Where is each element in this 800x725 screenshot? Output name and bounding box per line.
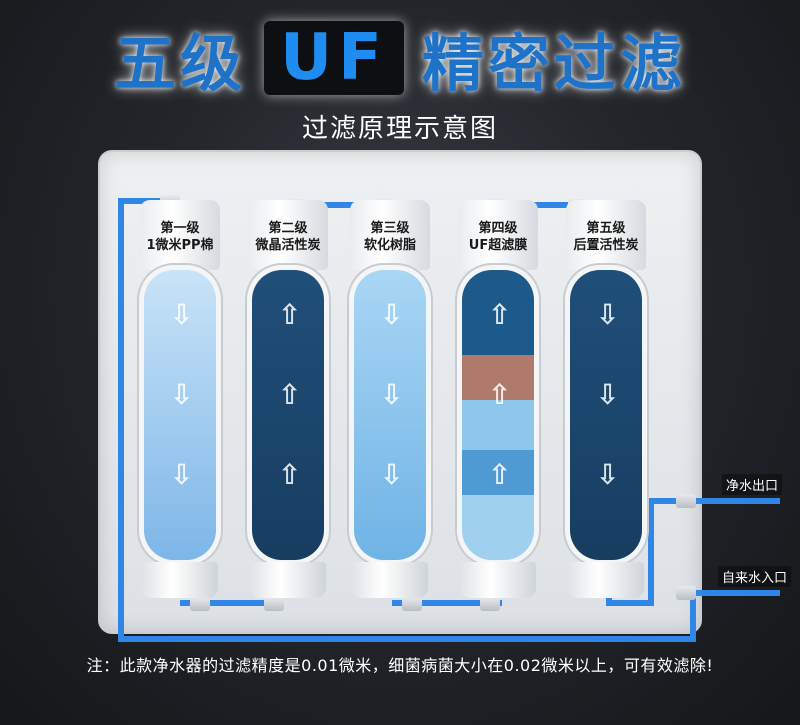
title-text-2: 精密过滤	[421, 27, 686, 100]
filter-label: 第三级软化树脂	[344, 220, 436, 254]
filter-media-name: 微晶活性炭	[255, 238, 321, 253]
flow-down-arrow-icon: ⇩	[596, 298, 620, 331]
pipe-left-riser	[118, 198, 124, 642]
filter-stage-1: 第一级 1微米PP棉 ⇩ ⇩ ⇩	[134, 200, 226, 600]
filter-base	[568, 562, 644, 598]
filter-stage-3: 第三级软化树脂 ⇩ ⇩ ⇩	[344, 200, 436, 600]
filter-cap	[458, 200, 538, 270]
filter-cap	[566, 200, 646, 270]
page-title: 五级 UF 精密过滤	[0, 18, 800, 100]
filter-media-name: UF超滤膜	[468, 238, 528, 253]
filter-media-name: 1微米PP棉	[146, 238, 214, 253]
filter-cap	[140, 200, 220, 270]
pipe-bottom-stage1-2	[180, 600, 280, 606]
connector	[480, 597, 500, 611]
clean-water-outlet-label: 净水出口	[722, 474, 783, 495]
connector	[676, 586, 696, 600]
pipe-inlet-vertical-right	[690, 590, 696, 640]
pipe-top-stage2-3	[295, 202, 395, 208]
filter-label: 第二级微晶活性炭	[242, 220, 334, 254]
filter-layer	[462, 450, 534, 495]
filter-media-name: 软化树脂	[363, 238, 416, 253]
filter-base	[352, 562, 428, 598]
filter-media: ⇩ ⇩ ⇩	[144, 270, 216, 560]
pipe-outlet-up	[648, 498, 654, 606]
connector	[676, 494, 696, 508]
connector	[402, 597, 422, 611]
filter-media-name: 后置活性炭	[573, 238, 639, 253]
filter-layer	[462, 400, 534, 450]
filter-stage-5: 第五级后置活性炭 ⇩ ⇩ ⇩	[560, 200, 652, 600]
pipe-bottom-run	[118, 636, 696, 642]
pipe-outlet-to-edge	[648, 498, 780, 504]
filter-label: 第四级 UF超滤膜	[452, 220, 544, 254]
filter-stage-name: 第四级	[478, 221, 518, 236]
title-text-uf: UF	[264, 21, 404, 95]
flow-down-arrow-icon: ⇩	[380, 298, 404, 331]
filter-media: ⇧ ⇧ ⇧	[462, 270, 534, 560]
filter-media: ⇧ ⇧ ⇧	[252, 270, 324, 560]
filter-stage-name: 第三级	[370, 221, 410, 236]
filter-stage-name: 第一级	[160, 221, 200, 236]
flow-up-arrow-icon: ⇧	[278, 298, 302, 331]
filter-base	[142, 562, 218, 598]
filter-label: 第五级后置活性炭	[560, 220, 652, 254]
pipe-outlet-horizontal	[606, 600, 654, 606]
flow-down-arrow-icon: ⇩	[170, 298, 194, 331]
filter-media: ⇩ ⇩ ⇩	[354, 270, 426, 560]
filter-base	[460, 562, 536, 598]
flow-up-arrow-icon: ⇧	[278, 378, 302, 411]
pipe-bottom-stage3-4	[392, 600, 502, 606]
title-text-1: 五级	[114, 27, 247, 100]
filter-stage-4: 第四级 UF超滤膜 ⇧ ⇧ ⇧	[452, 200, 544, 600]
flow-up-arrow-icon: ⇧	[488, 298, 512, 331]
filter-stage-name: 第五级	[586, 221, 626, 236]
filter-layer	[462, 355, 534, 400]
flow-down-arrow-icon: ⇩	[596, 458, 620, 491]
flow-up-arrow-icon: ⇧	[278, 458, 302, 491]
tap-water-inlet-label: 自来水入口	[718, 566, 792, 587]
subtitle: 过滤原理示意图	[301, 114, 498, 144]
flow-up-arrow-icon: ⇧	[488, 458, 512, 491]
pipe-inlet-horizontal-right	[690, 590, 780, 596]
filter-media: ⇩ ⇩ ⇩	[570, 270, 642, 560]
filter-cap	[350, 200, 430, 270]
filter-cap	[248, 200, 328, 270]
flow-down-arrow-icon: ⇩	[170, 378, 194, 411]
flow-up-arrow-icon: ⇧	[488, 378, 512, 411]
filter-label: 第一级 1微米PP棉	[134, 220, 226, 254]
filter-layer	[462, 495, 534, 560]
flow-down-arrow-icon: ⇩	[380, 378, 404, 411]
flow-down-arrow-icon: ⇩	[380, 458, 404, 491]
filter-stage-2: 第二级微晶活性炭 ⇧ ⇧ ⇧	[242, 200, 334, 600]
flow-down-arrow-icon: ⇩	[170, 458, 194, 491]
pipe-top-stage4-5	[488, 202, 608, 208]
filter-stage-name: 第二级	[268, 221, 308, 236]
connector	[190, 597, 210, 611]
connector	[264, 597, 284, 611]
filter-base	[250, 562, 326, 598]
flow-down-arrow-icon: ⇩	[596, 378, 620, 411]
filter-layer	[462, 270, 534, 355]
footnote: 注：此款净水器的过滤精度是0.01微米，细菌病菌大小在0.02微米以上，可有效滤…	[86, 656, 714, 675]
